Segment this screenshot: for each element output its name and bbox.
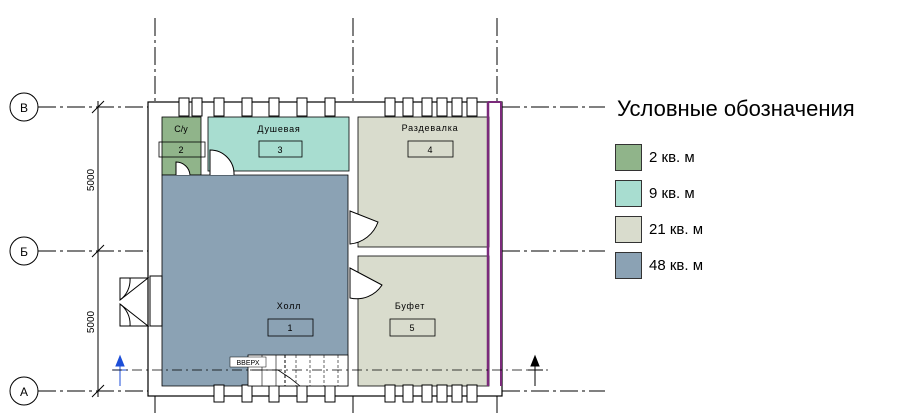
legend-label: 2 кв. м <box>649 148 695 166</box>
legend-item-9: 9 кв. м <box>615 178 695 208</box>
grid-bubble-v: В <box>9 92 39 122</box>
room-label-buffet: Буфет <box>395 301 425 311</box>
section-marker-left <box>113 354 128 386</box>
legend-swatch <box>615 251 642 279</box>
room-tag-hall <box>267 318 314 337</box>
room-changing <box>357 116 490 248</box>
room-tag-su <box>158 141 206 158</box>
room-label-hall: Холл <box>277 301 301 311</box>
room-number-su: 2 <box>178 145 183 155</box>
grid-bubble-label-b: Б <box>20 245 28 259</box>
legend-item-48: 48 кв. м <box>615 250 703 280</box>
grid-bubble-a: А <box>9 376 39 406</box>
grid-bubble-label-a: А <box>20 385 28 399</box>
legend-label: 21 кв. м <box>649 220 704 238</box>
grid-bubble-b: Б <box>9 236 39 266</box>
room-label-shower: Душевая <box>257 124 300 134</box>
legend-title: Условные обозначения <box>617 96 855 121</box>
interior-doors <box>175 149 383 300</box>
windows-bottom <box>213 384 478 403</box>
room-hall <box>161 174 349 387</box>
legend-item-2: 2 кв. м <box>615 142 695 172</box>
dimension-label-bottom: 5000 <box>86 310 97 333</box>
entrance-door <box>119 275 163 327</box>
legend-swatch <box>615 215 642 243</box>
room-number-shower: 3 <box>277 145 282 155</box>
room-number-buffet: 5 <box>409 323 414 333</box>
room-label-changing: Раздевалка <box>402 123 459 133</box>
dimension-lines <box>91 100 105 398</box>
legend-label: 48 кв. м <box>649 256 704 274</box>
room-tag-shower <box>258 140 303 158</box>
legend-swatch <box>615 143 642 171</box>
stair-label: ВВЕРХ <box>236 360 259 367</box>
room-number-hall: 1 <box>287 323 292 333</box>
room-label-su: С/у <box>174 124 188 134</box>
windows-top <box>178 97 478 117</box>
legend-label: 9 кв. м <box>649 184 695 202</box>
section-marker-right <box>528 354 543 386</box>
room-number-changing: 4 <box>427 145 432 155</box>
room-buffet <box>357 255 490 387</box>
legend-item-21: 21 кв. м <box>615 214 703 244</box>
room-tag-changing <box>407 140 454 158</box>
grid-bubble-label-v: В <box>20 101 28 115</box>
room-shower <box>207 116 350 172</box>
dimension-label-top: 5000 <box>86 168 97 191</box>
room-tag-buffet <box>389 318 436 337</box>
stair: ВВЕРХ <box>229 354 349 387</box>
legend-swatch <box>615 179 642 207</box>
